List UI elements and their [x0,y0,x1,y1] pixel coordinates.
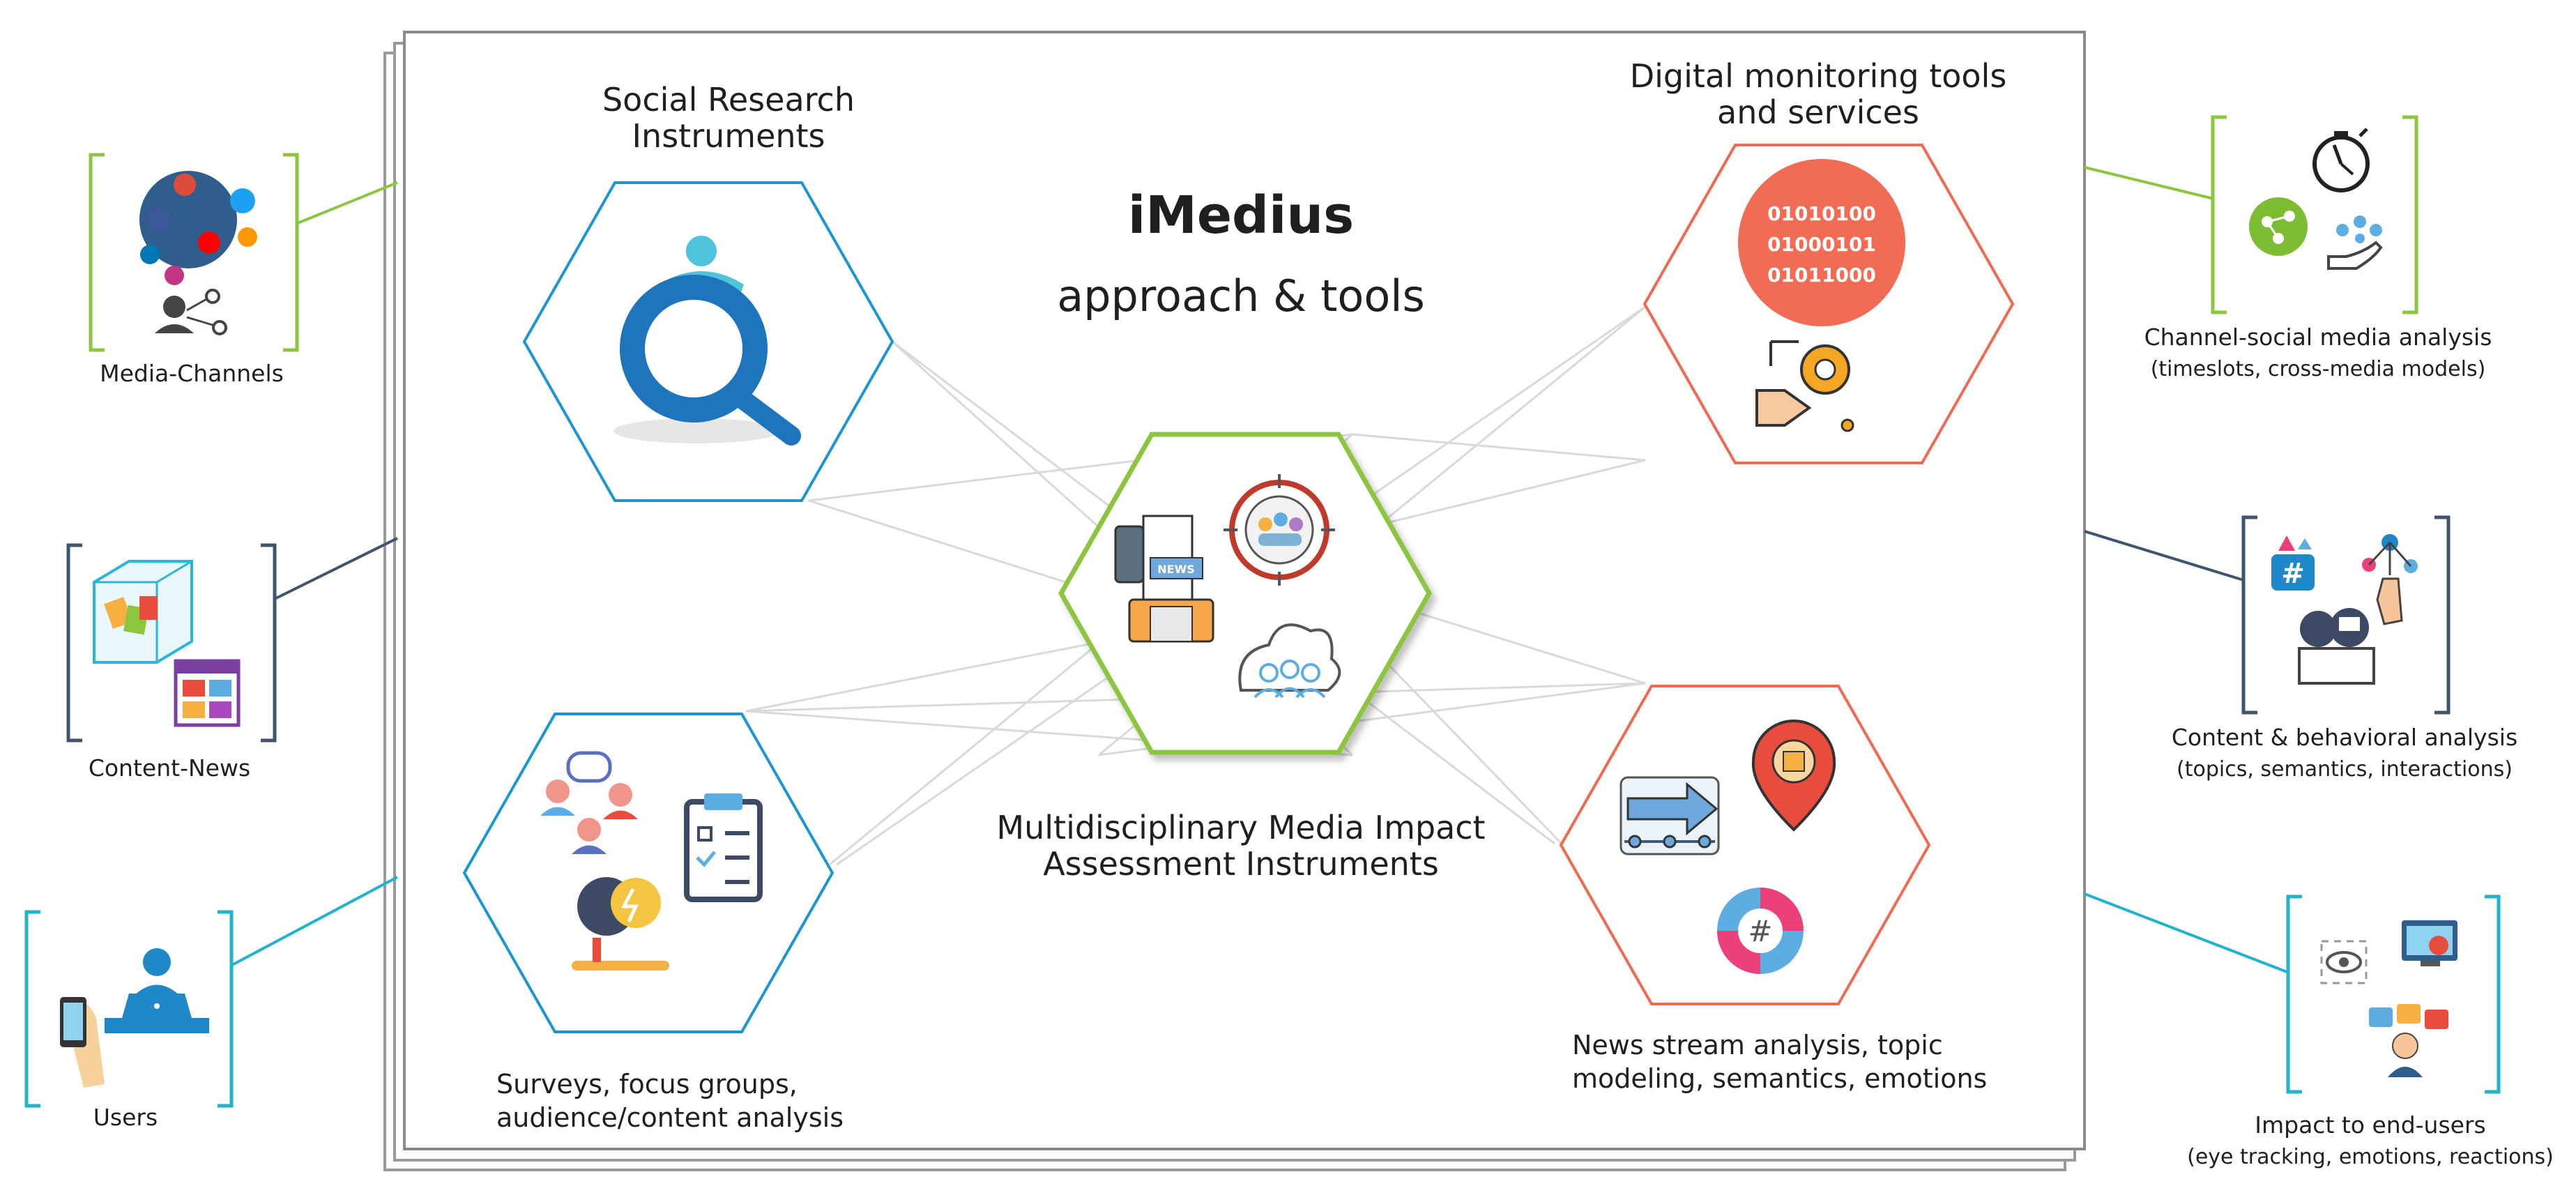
hex-news-stream [1559,685,1931,1005]
svg-text:01000101: 01000101 [1767,233,1876,256]
news-stream-caption-line2: modeling, semantics, emotions [1572,1063,1988,1094]
image-gallery-icon [174,659,241,727]
right-label-channel-social: Channel-social media analysis (timeslots… [2109,324,2527,381]
center-caption-line2: Assessment Instruments [1043,844,1439,883]
right-label-content-behavioral-title: Content & behavioral analysis [2171,724,2518,751]
right-label-impact-users-title: Impact to end-users [2255,1111,2486,1139]
right-label-channel-social-title: Channel-social media analysis [2144,324,2492,351]
left-panel-content-news [66,537,398,743]
left-label-media-channels: Media-Channels [100,360,284,387]
laptop-user-icon [105,948,209,1033]
left-label-users: Users [93,1104,158,1131]
social-research-title-line1: Social Research [602,81,855,119]
right-panel-channel-social [2084,115,2418,314]
eye-tracking-icon [2320,940,2368,984]
news-stream-caption-line1: News stream analysis, topic [1572,1030,1943,1060]
hashtag-globe-icon: # [1717,888,1804,974]
idea-research-icon [572,877,669,971]
svg-text:01010100: 01010100 [1767,202,1876,225]
hand-nodes-icon [2327,215,2383,270]
news-device-icon: NEWS [1114,515,1214,643]
right-label-content-behavioral-sub: (topics, semantics, interactions) [2177,756,2513,782]
surveys-caption-line1: Surveys, focus groups, [496,1069,798,1100]
hexagons [462,144,2015,1033]
stream-arrow-icon [1619,776,1720,855]
left-panel-media-channels [89,153,398,352]
svg-text:#: # [1748,914,1772,948]
magnifier-person-icon [613,236,801,446]
svg-text:01011000: 01011000 [1767,264,1876,287]
hashtag-bubble-icon: # [2271,535,2315,591]
center-caption: Multidisciplinary Media Impact Assessmen… [962,809,1520,883]
right-panel-impact-users [2084,892,2501,1094]
stopwatch-icon [2312,128,2370,192]
target-audience-icon [1224,474,1335,586]
clipboard-checklist-icon [684,793,763,902]
left-label-content-news: Content-News [88,754,251,782]
phone-hand-icon [60,997,105,1088]
center-caption-line1: Multidisciplinary Media Impact [996,809,1486,846]
svg-text:#: # [2281,558,2305,590]
folder-chat-icon [2298,608,2375,685]
hand-network-icon [2362,534,2418,625]
green-network-icon [2249,197,2308,256]
content-cube-icon [93,560,193,664]
imedius-title: iMedius [1127,185,1355,245]
cloud-users-icon [1238,623,1341,699]
emotions-user-icon [2369,1004,2448,1077]
news-stream-caption: News stream analysis, topic modeling, se… [1572,1029,1987,1095]
hex-social-research [522,181,894,502]
right-label-content-behavioral: Content & behavioral analysis (topics, s… [2135,724,2554,782]
digital-monitoring-title: Digital monitoring tools and services [1574,57,2062,131]
social-research-title-line2: Instruments [632,116,825,155]
right-label-impact-users-sub: (eye tracking, emotions, reactions) [2187,1144,2554,1169]
social-globe-icon [139,171,257,285]
right-label-channel-social-sub: (timeslots, cross-media models) [2150,356,2486,381]
digital-monitoring-title-line2: and services [1717,93,1919,131]
binary-circle-icon: 01010100 01000101 01011000 [1738,159,1905,326]
monitor-eye-icon [2402,920,2457,966]
imedius-subtitle: approach & tools [1057,271,1425,321]
surveys-caption: Surveys, focus groups, audience/content … [496,1068,844,1134]
social-research-title: Social Research Instruments [554,82,903,154]
location-pin-icon [1751,720,1836,832]
right-panel-content-behavioral: # [2084,515,2451,715]
left-panel-users [24,876,398,1108]
hand-gear-icon [1755,340,1854,432]
user-network-icon [155,289,227,335]
surveys-caption-line2: audience/content analysis [496,1102,844,1133]
right-label-impact-users: Impact to end-users (eye tracking, emoti… [2182,1111,2559,1169]
svg-text:NEWS: NEWS [1157,563,1195,576]
group-chat-icon [540,751,638,854]
digital-monitoring-title-line1: Digital monitoring tools [1629,57,2007,95]
